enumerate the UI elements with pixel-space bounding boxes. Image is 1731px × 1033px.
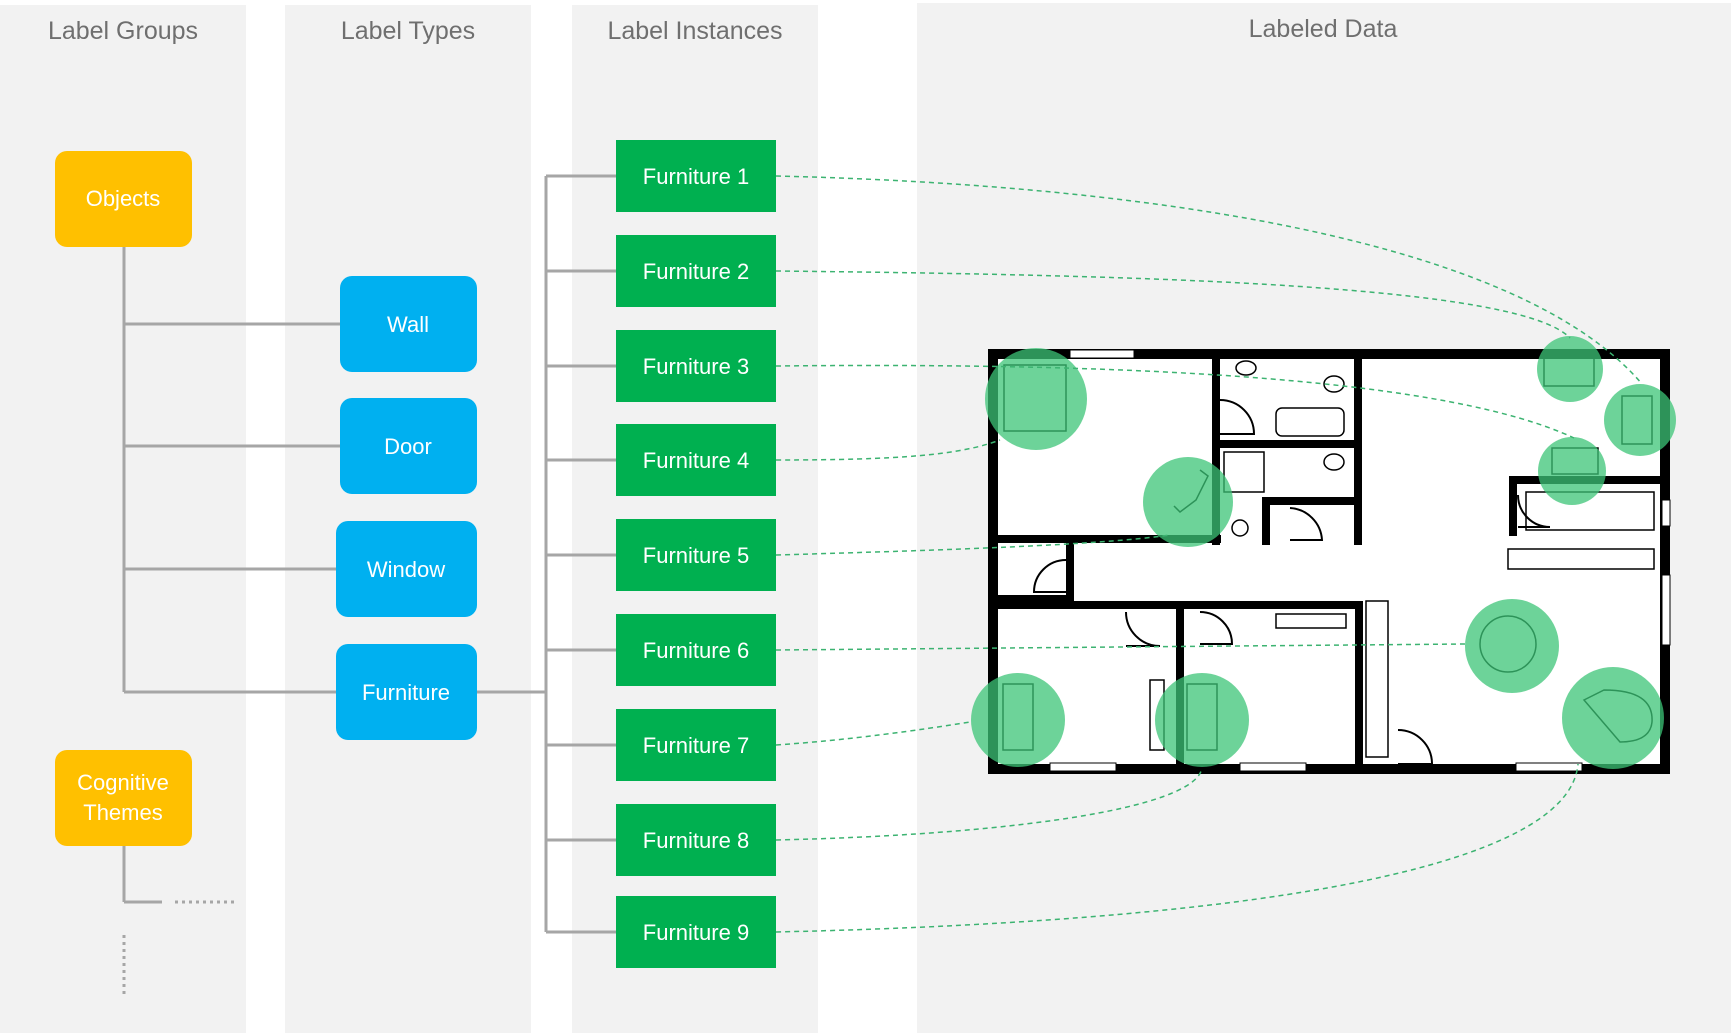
instance-furniture-3-label: Furniture 3 [643,354,749,379]
dotted-continuation [122,900,235,995]
instance-furniture-9-label: Furniture 9 [643,920,749,945]
type-wall-label: Wall [387,312,429,337]
type-window-node[interactable]: Window [336,521,477,617]
bathtub-icon [1275,407,1345,437]
group-cognitive-label-line2: Themes [83,800,162,825]
floor-plan [988,349,1671,774]
group-objects-node[interactable]: Objects [55,151,192,247]
group-cognitive-themes-node[interactable]: Cognitive Themes [55,750,192,846]
highlight-bed-left [971,673,1065,767]
instance-furniture-7-label: Furniture 7 [643,733,749,758]
toilet-icon [1323,375,1345,393]
highlight-piano [1562,667,1664,769]
instance-furniture-5[interactable]: Furniture 5 [616,519,776,591]
group-cognitive-label-line1: Cognitive [77,770,169,795]
radiator-icon [1275,613,1347,629]
shower-icon [1223,451,1265,493]
type-window-label: Window [367,557,445,582]
counter-icon [1507,548,1655,570]
instance-furniture-2[interactable]: Furniture 2 [616,235,776,307]
column-title-label-instances: Label Instances [607,17,782,45]
tree-connectors [122,174,616,934]
instance-furniture-5-label: Furniture 5 [643,543,749,568]
instance-furniture-4[interactable]: Furniture 4 [616,424,776,496]
instance-furniture-9[interactable]: Furniture 9 [616,896,776,968]
highlight-stove [1604,384,1676,456]
highlight-dining-table [1465,599,1559,693]
furniture-highlights [971,336,1676,769]
highlight-sink [1537,336,1603,402]
plant-icon [1231,519,1249,537]
plan-doors [1032,399,1551,765]
column-title-label-groups: Label Groups [48,17,198,45]
type-furniture-node[interactable]: Furniture [336,644,477,740]
instance-furniture-6[interactable]: Furniture 6 [616,614,776,686]
group-objects-label: Objects [86,186,161,211]
instance-furniture-1[interactable]: Furniture 1 [616,140,776,212]
highlight-bed-right [1155,673,1249,767]
type-door-label: Door [384,434,432,459]
toilet-icon [1323,453,1345,471]
type-wall-node[interactable]: Wall [340,276,477,372]
sink-icon [1235,360,1257,376]
instance-furniture-7[interactable]: Furniture 7 [616,709,776,781]
column-label-types [285,5,531,1033]
instance-furniture-1-label: Furniture 1 [643,164,749,189]
type-door-node[interactable]: Door [340,398,477,494]
instance-furniture-8[interactable]: Furniture 8 [616,804,776,876]
desk-icon [1365,600,1389,758]
highlight-desk [1143,457,1233,547]
column-title-labeled-data: Labeled Data [1249,15,1398,43]
instance-links [775,175,1643,933]
highlight-bed [985,348,1087,450]
type-furniture-label: Furniture [362,680,450,705]
column-title-label-types: Label Types [341,17,475,45]
instance-furniture-8-label: Furniture 8 [643,828,749,853]
instance-furniture-6-label: Furniture 6 [643,638,749,663]
plan-windows [1049,349,1671,772]
instance-furniture-4-label: Furniture 4 [643,448,749,473]
instance-furniture-2-label: Furniture 2 [643,259,749,284]
highlight-desk-2 [1538,437,1606,505]
instance-furniture-3[interactable]: Furniture 3 [616,330,776,402]
